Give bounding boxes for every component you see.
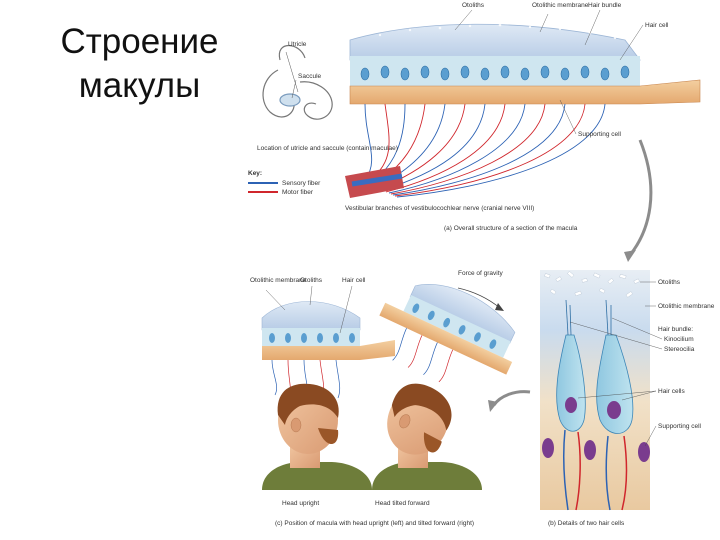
- label-location-caption: Location of utricle and saccule (contain…: [257, 145, 398, 152]
- label-hair-cell-a: Hair cell: [645, 22, 669, 29]
- label-supporting-cell-b: Supporting cell: [658, 423, 702, 430]
- stereocilia-b: [565, 299, 612, 336]
- label-otoliths-a: Otoliths: [462, 2, 485, 9]
- macula-upright-membrane: [261, 301, 361, 331]
- nucleus-left: [565, 397, 577, 413]
- label-head-upright: Head upright: [282, 500, 319, 507]
- supporting-nucleus-1: [542, 438, 554, 458]
- macula-upright-cells: [262, 328, 360, 346]
- leader-lines-a: [454, 9, 644, 135]
- label-kinocilium: Kinocilium: [664, 336, 694, 343]
- otolithic-membrane-a: [349, 23, 641, 61]
- supporting-nucleus-2: [584, 440, 596, 460]
- label-stereocilia: Stereocilia: [664, 346, 695, 353]
- panel-c-positions: Otolithic membrane Otoliths Hair cell Fo…: [250, 270, 531, 527]
- label-sensory-fiber: Sensory fiber: [282, 180, 321, 187]
- label-saccule: Saccule: [298, 73, 322, 80]
- label-key: Key:: [248, 170, 262, 177]
- panel-b-detail: Otoliths Otolithic membrane Hair bundle:…: [540, 270, 715, 527]
- hair-cell-left-b: [556, 334, 586, 432]
- label-force-of-gravity: Force of gravity: [458, 270, 504, 277]
- nucleus-right: [607, 401, 621, 419]
- macula-upright-base: [262, 340, 395, 360]
- hair-cells-a: [360, 65, 630, 81]
- label-otolithic-membrane-a: Otolithic membrane: [532, 2, 589, 9]
- label-motor-fiber: Motor fiber: [282, 189, 314, 196]
- supporting-layer-a: [349, 79, 701, 105]
- label-otoliths-c: Otoliths: [300, 277, 323, 284]
- supporting-nucleus-3: [638, 442, 650, 462]
- caption-panel-c: (c) Position of macula with head upright…: [275, 520, 474, 527]
- label-otolithic-membrane-c: Otolithic membrane: [250, 277, 307, 284]
- inner-ear-sketch: [262, 44, 333, 120]
- label-hair-bundle-a: Hair bundle: [588, 2, 622, 9]
- caption-panel-b: (b) Details of two hair cells: [548, 520, 625, 527]
- label-hair-cell-c: Hair cell: [342, 277, 366, 284]
- label-vestibular-nerve: Vestibular branches of vestibulocochlear…: [345, 205, 534, 212]
- hair-cell-layer-a: [350, 56, 640, 86]
- label-head-tilted: Head tilted forward: [375, 500, 430, 507]
- label-otolithic-membrane-b: Otolithic membrane: [658, 303, 715, 310]
- macula-tilted: [379, 284, 516, 383]
- caption-panel-a: (a) Overall structure of a section of th…: [444, 225, 578, 232]
- hair-cell-right-b: [596, 334, 634, 434]
- head-tilted-illustration: [372, 383, 482, 490]
- label-hair-cells-b: Hair cells: [658, 388, 685, 395]
- label-utricle: Utricle: [288, 41, 307, 48]
- otolith-crystals-a: [378, 23, 617, 40]
- panel-a-macula-section: Otoliths Otolithic membrane Hair bundle …: [248, 2, 701, 262]
- slide-title: Строение макулы: [60, 22, 219, 105]
- label-hair-bundle-b: Hair bundle:: [658, 326, 693, 333]
- arrow-back: [492, 390, 531, 406]
- otolith-crystals-b: [544, 271, 640, 298]
- arrow-to-detail: [628, 139, 653, 256]
- label-supporting-cell-a: Supporting cell: [578, 131, 622, 138]
- label-otoliths-b: Otoliths: [658, 279, 681, 286]
- head-upright-illustration: [262, 383, 372, 490]
